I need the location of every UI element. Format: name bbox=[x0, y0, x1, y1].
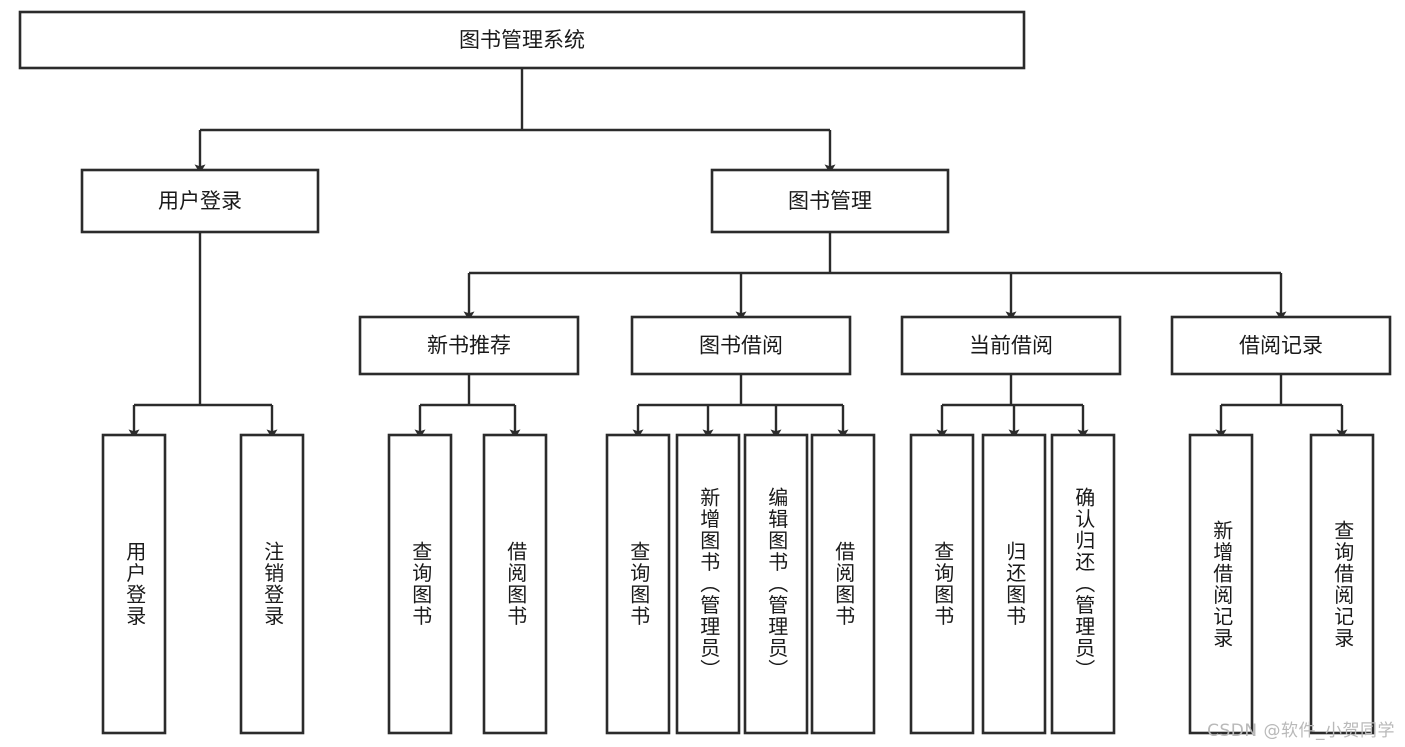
leaf-box-11[interactable] bbox=[1188, 433, 1254, 735]
node-box-level2-0[interactable] bbox=[80, 168, 320, 234]
node-label-level3-0: 新书推荐 bbox=[427, 334, 511, 358]
leaf-box-4[interactable] bbox=[605, 433, 671, 735]
leaf-box-6[interactable] bbox=[743, 433, 809, 735]
node-box-root[interactable] bbox=[18, 10, 1026, 70]
leaf-box-12[interactable] bbox=[1309, 433, 1375, 735]
node-box-level3-1[interactable] bbox=[630, 315, 852, 376]
leaf-box-8[interactable] bbox=[909, 433, 975, 735]
node-label-level3-2: 当前借阅 bbox=[969, 334, 1053, 358]
node-box-level3-2[interactable] bbox=[900, 315, 1122, 376]
node-label-root: 图书管理系统 bbox=[459, 28, 585, 52]
leaf-box-0[interactable] bbox=[101, 433, 167, 735]
node-box-level3-0[interactable] bbox=[358, 315, 580, 376]
node-box-level3-3[interactable] bbox=[1170, 315, 1392, 376]
leaf-box-7[interactable] bbox=[810, 433, 876, 735]
boxes-layer bbox=[18, 10, 1392, 735]
node-label-level3-1: 图书借阅 bbox=[699, 334, 783, 358]
node-label-level2-1: 图书管理 bbox=[788, 189, 872, 213]
leaf-box-9[interactable] bbox=[981, 433, 1047, 735]
node-label-level2-0: 用户登录 bbox=[158, 189, 242, 213]
node-box-level2-1[interactable] bbox=[710, 168, 950, 234]
leaf-box-1[interactable] bbox=[239, 433, 305, 735]
leaf-box-10[interactable] bbox=[1050, 433, 1116, 735]
connectors-layer bbox=[128, 68, 1348, 439]
csdn-watermark: CSDN @软件_小贺同学 bbox=[1207, 721, 1395, 741]
leaf-box-5[interactable] bbox=[675, 433, 741, 735]
node-label-level3-3: 借阅记录 bbox=[1239, 334, 1323, 358]
leaf-box-3[interactable] bbox=[482, 433, 548, 735]
leaf-box-2[interactable] bbox=[387, 433, 453, 735]
